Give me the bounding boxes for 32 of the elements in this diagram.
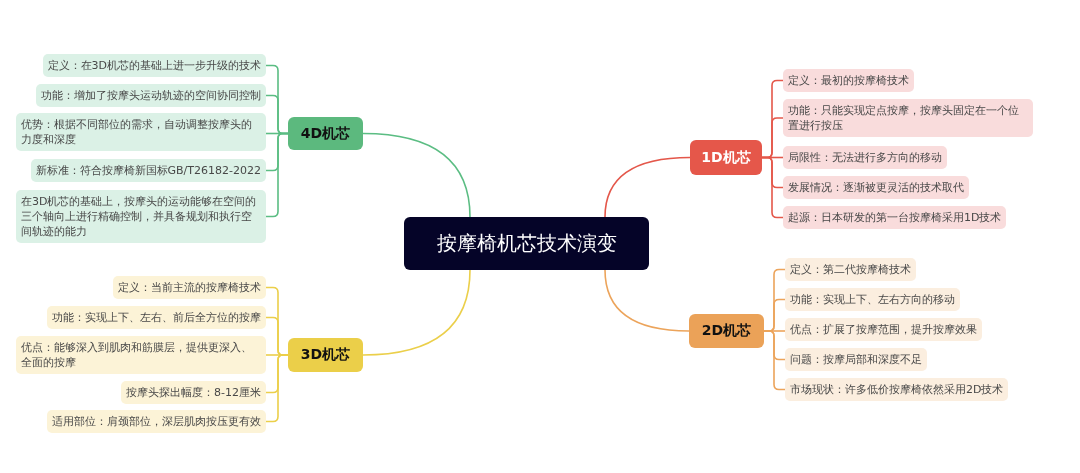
- connector-line: [604, 156, 691, 218]
- subtopic-card: 定义：最初的按摩椅技术: [783, 69, 914, 92]
- subtopic-card: 定义：第二代按摩椅技术: [785, 258, 916, 281]
- branch-topic: 2D机芯: [689, 314, 764, 348]
- connector-line: [761, 156, 784, 219]
- connector-line: [362, 132, 471, 218]
- subtopic-card: 按摩头探出幅度：8-12厘米: [121, 381, 266, 404]
- subtopic-card: 优势：根据不同部位的需求，自动调整按摩头的力度和深度: [16, 113, 266, 151]
- connector-line: [362, 269, 471, 356]
- subtopic-card: 局限性：无法进行多方向的移动: [783, 146, 947, 169]
- subtopic-card: 优点：能够深入到肌肉和筋膜层，提供更深入、全面的按摩: [16, 336, 266, 374]
- subtopic-card: 适用部位：肩颈部位，深层肌肉按压更有效: [47, 410, 266, 433]
- connector-line: [265, 354, 289, 423]
- branch-topic: 4D机芯: [288, 117, 363, 150]
- connector-line: [763, 330, 786, 391]
- subtopic-card: 功能：增加了按摩头运动轨迹的空间协同控制: [36, 84, 266, 107]
- subtopic-card: 功能：只能实现定点按摩，按摩头固定在一个位置进行按压: [783, 99, 1033, 137]
- branch-topic: 1D机芯: [690, 140, 762, 175]
- central-topic: 按摩椅机芯技术演变: [404, 217, 649, 270]
- subtopic-card: 新标准：符合按摩椅新国标GB/T26182-2022: [30, 159, 266, 182]
- subtopic-card: 定义：在3D机芯的基础上进一步升级的技术: [42, 54, 266, 77]
- subtopic-card: 功能：实现上下、左右、前后全方位的按摩: [47, 306, 266, 329]
- subtopic-card: 定义：当前主流的按摩椅技术: [113, 276, 266, 299]
- subtopic-card: 功能：实现上下、左右方向的移动: [785, 288, 960, 311]
- subtopic-card: 发展情况：逐渐被更灵活的技术取代: [783, 176, 969, 199]
- subtopic-card: 起源：日本研发的第一台按摩椅采用1D技术: [783, 206, 1007, 229]
- subtopic-card: 市场现状：许多低价按摩椅依然采用2D技术: [785, 378, 1009, 401]
- subtopic-card: 在3D机芯的基础上，按摩头的运动能够在空间的三个轴向上进行精确控制，并具备规划和执行空间轨迹的能力: [16, 190, 266, 243]
- branch-topic: 3D机芯: [288, 338, 363, 372]
- subtopic-card: 优点：扩展了按摩范围，提升按摩效果: [785, 318, 982, 341]
- subtopic-card: 问题：按摩局部和深度不足: [785, 348, 927, 371]
- connector-line: [604, 269, 690, 332]
